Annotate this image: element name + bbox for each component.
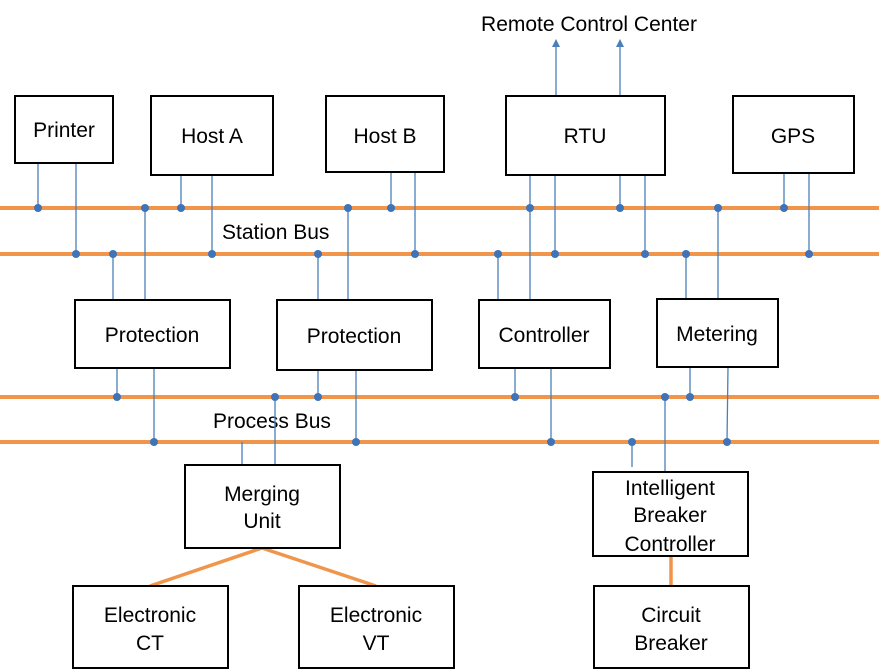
- uplink-arrow-left: [552, 39, 560, 47]
- bus-connection-dots: [34, 204, 813, 446]
- svg-text:Intelligent: Intelligent: [625, 477, 715, 500]
- svg-text:GPS: GPS: [771, 125, 815, 148]
- svg-text:CT: CT: [136, 632, 164, 655]
- station-bus-connectors: [37, 163, 810, 300]
- controller-node: Controller: [478, 299, 611, 369]
- svg-text:Electronic: Electronic: [330, 604, 422, 627]
- electronic-vt-node: Electronic VT: [298, 585, 455, 669]
- metering-node: Metering: [656, 298, 779, 368]
- electronic-ct-node: Electronic CT: [72, 585, 229, 669]
- svg-text:VT: VT: [363, 632, 390, 655]
- gps-node: GPS: [732, 95, 855, 174]
- svg-text:Circuit: Circuit: [641, 604, 701, 627]
- svg-text:Breaker: Breaker: [633, 504, 707, 527]
- svg-text:Protection: Protection: [105, 324, 200, 347]
- process-bus-label: Process Bus: [213, 410, 331, 433]
- protection-1-node: Protection: [74, 299, 231, 369]
- host-a-node: Host A: [150, 95, 274, 176]
- svg-text:RTU: RTU: [564, 125, 607, 148]
- svg-text:Breaker: Breaker: [634, 632, 708, 655]
- uplink-arrow-right: [616, 39, 624, 47]
- circuit-breaker-node: Circuit Breaker: [593, 585, 750, 669]
- svg-text:Controller: Controller: [498, 324, 589, 347]
- svg-text:Merging: Merging: [224, 483, 300, 506]
- printer-node: Printer: [14, 95, 114, 164]
- remote-control-center-label: Remote Control Center: [481, 13, 697, 36]
- svg-text:Metering: Metering: [676, 323, 758, 346]
- intelligent-breaker-controller-node: Intelligent Breaker Controller: [592, 471, 749, 557]
- host-b-node: Host B: [325, 95, 445, 173]
- svg-text:Controller: Controller: [624, 533, 715, 556]
- rtu-node: RTU: [505, 95, 666, 176]
- merging-unit-node: Merging Unit: [184, 464, 341, 549]
- protection-2-node: Protection: [276, 299, 433, 371]
- svg-text:Electronic: Electronic: [104, 604, 196, 627]
- svg-text:Printer: Printer: [33, 119, 95, 142]
- station-bus-label: Station Bus: [222, 221, 329, 244]
- process-bus-connectors: [116, 366, 729, 472]
- mu-to-ct-link: [149, 546, 263, 588]
- svg-text:Host B: Host B: [353, 125, 416, 148]
- mu-to-vt-link: [261, 546, 377, 588]
- svg-text:Protection: Protection: [307, 325, 402, 348]
- svg-text:Host A: Host A: [181, 125, 243, 148]
- svg-text:Unit: Unit: [243, 510, 281, 533]
